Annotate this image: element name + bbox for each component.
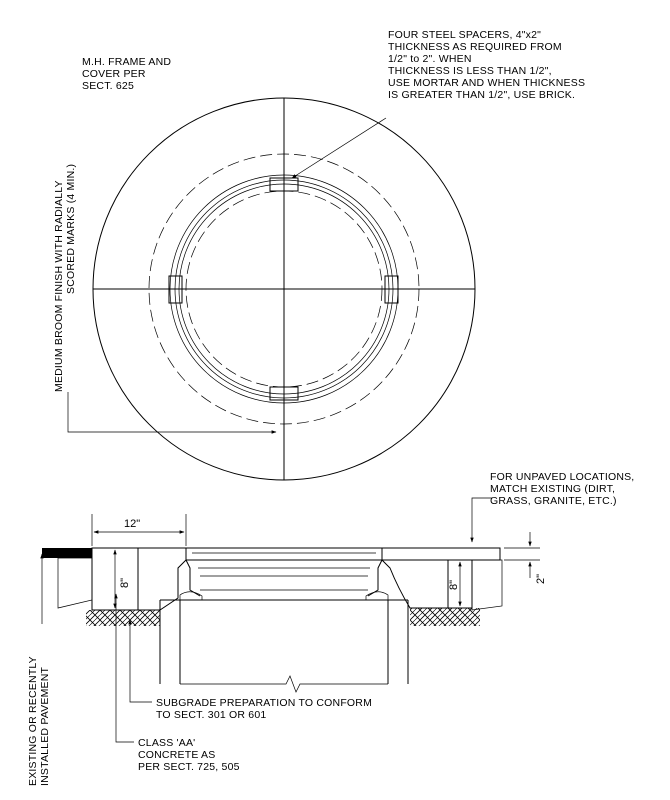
broom-leader-line (67, 392, 277, 434)
concrete-collar-left (91, 547, 187, 611)
spacer-note-line: THICKNESS AS REQUIRED FROM (388, 41, 562, 53)
unpaved-note: FOR UNPAVED LOCATIONS, MATCH EXISTING (D… (490, 471, 634, 507)
match-existing-surface (381, 547, 501, 561)
pavement-note-line: INSTALLED PAVEMENT (39, 666, 51, 786)
subgrade-right (410, 608, 480, 626)
gravel-base-right (471, 559, 503, 611)
steel-spacer-top (269, 177, 299, 192)
spacer-note-line: USE MORTAR AND WHEN THICKNESS (388, 77, 585, 89)
concrete-leader-line (114, 593, 134, 743)
spacer-note-line: IS GREATER THAN 1/2", USE BRICK. (388, 89, 575, 101)
spacer-note: FOUR STEEL SPACERS, 4"x2" THICKNESS AS R… (388, 29, 585, 101)
frame-top-flange (185, 547, 383, 561)
unpaved-note-line: GRASS, GRANITE, ETC.) (490, 495, 617, 507)
unpaved-note-line: FOR UNPAVED LOCATIONS, (490, 471, 634, 483)
subgrade-note: SUBGRADE PREPARATION TO CONFORM TO SECT.… (156, 697, 372, 721)
spacer-note-line: FOUR STEEL SPACERS, 4"x2" (388, 29, 541, 41)
concrete-note-line: CONCRETE AS (138, 749, 215, 761)
mortar-bed-right (365, 591, 389, 601)
gravel-base-left (57, 557, 93, 609)
subgrade-note-line: SUBGRADE PREPARATION TO CONFORM (156, 697, 372, 709)
subgrade-left (86, 610, 160, 626)
frame-body-right (367, 559, 383, 597)
dim-2-label: 2" (535, 574, 547, 584)
mortar-bed-left (179, 591, 203, 601)
dim-8-left-label: 8" (119, 578, 131, 588)
frame-body-left (185, 559, 201, 597)
spacer-leader-line (291, 117, 387, 179)
concrete-note: CLASS 'AA' CONCRETE AS PER SECT. 725, 50… (138, 737, 240, 773)
subgrade-leader-line (128, 619, 152, 703)
spacer-note-line: THICKNESS IS LESS THAN 1/2", (388, 65, 552, 77)
existing-pavement-left (42, 548, 92, 558)
subgrade-note-line: TO SECT. 301 OR 601 (156, 709, 266, 721)
frame-note-line: SECT. 625 (82, 80, 134, 92)
spacer-note-line: 1/2" to 2". WHEN (388, 53, 472, 65)
broom-note: MEDIUM BROOM FINISH WITH RADIALLY SCORED… (53, 164, 77, 392)
dim-8-right-label: 8" (448, 580, 460, 590)
plan-view (92, 97, 476, 481)
frame-note-line: M.H. FRAME AND (82, 56, 171, 68)
unpaved-note-line: MATCH EXISTING (DIRT, (490, 483, 615, 495)
broom-note-line: SCORED MARKS (4 MIN.) (65, 164, 77, 294)
steel-spacer-right (384, 275, 399, 304)
concrete-note-line: CLASS 'AA' (138, 737, 195, 749)
break-line (180, 675, 388, 693)
dim-12-label: 12" (124, 518, 140, 530)
section-view (42, 514, 540, 693)
frame-note: M.H. FRAME AND COVER PER SECT. 625 (82, 56, 171, 92)
broom-note-line: MEDIUM BROOM FINISH WITH RADIALLY (53, 180, 65, 392)
steel-spacer-bottom (269, 386, 299, 401)
steel-spacer-left (168, 275, 183, 304)
frame-note-line: COVER PER (82, 68, 146, 80)
concrete-note-line: PER SECT. 725, 505 (138, 761, 240, 773)
pavement-note: EXISTING OR RECENTLY INSTALLED PAVEMENT (27, 656, 51, 786)
pavement-note-line: EXISTING OR RECENTLY (27, 656, 39, 786)
unpaved-leader-line (470, 497, 492, 543)
